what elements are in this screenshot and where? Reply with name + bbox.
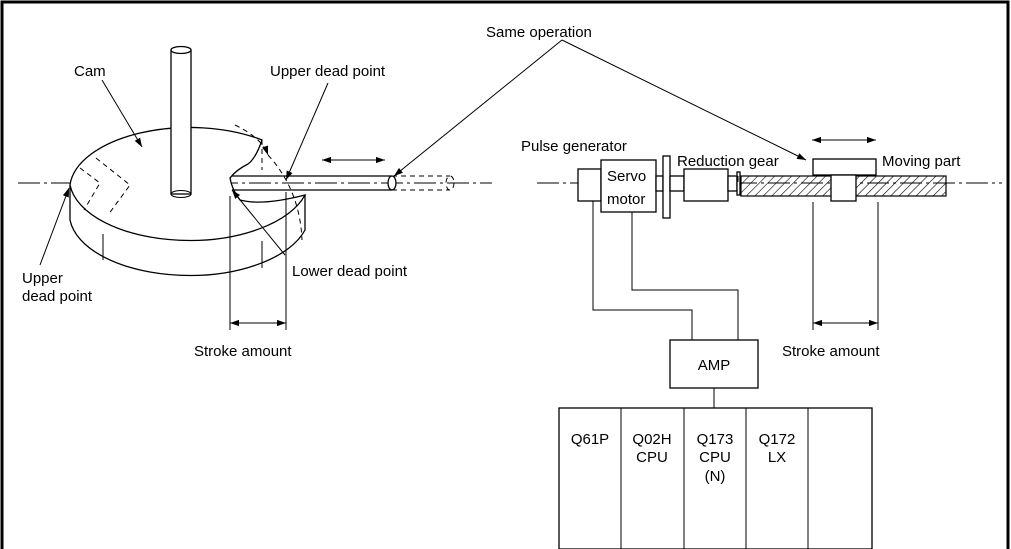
module-slot: Q173 CPU (N) (697, 431, 734, 485)
moving-part-box (812, 158, 877, 176)
upper-dead-point-label-top: Upper dead point (270, 63, 386, 80)
reduction-gear-box (683, 168, 729, 202)
module-slot: Q02H CPU (632, 431, 671, 466)
pulse-generator-label: Pulse generator (521, 138, 627, 155)
upper-dead-point-label-left-1: Upper (22, 270, 63, 287)
module-line: Q172 (759, 431, 796, 448)
module-line: Q61P (571, 431, 609, 448)
plc-rack (558, 407, 873, 549)
stroke-amount-label-left: Stroke amount (194, 343, 292, 360)
servo-label-2: motor (607, 191, 645, 208)
reduction-gear-label: Reduction gear (677, 153, 779, 170)
cam-mechanism (69, 45, 455, 330)
module-line: CPU (636, 449, 668, 466)
cam-shaft (170, 49, 192, 195)
stroke-amount-label-right: Stroke amount (782, 343, 880, 360)
module-line: CPU (699, 449, 731, 466)
moving-part-label: Moving part (882, 153, 961, 170)
module-line: (N) (705, 468, 726, 485)
module-slot: Q172 LX (759, 431, 796, 466)
servo-label-1: Servo (607, 168, 646, 185)
lower-dead-point-label: Lower dead point (292, 263, 408, 280)
module-line: LX (768, 449, 786, 466)
pulse-generator-box (577, 168, 602, 202)
module-line: Q173 (697, 431, 734, 448)
same-operation-label: Same operation (486, 24, 592, 41)
cam-label: Cam (74, 63, 106, 80)
amp-label: AMP (698, 357, 731, 374)
amp-box (669, 339, 759, 389)
module-line: Q02H (632, 431, 671, 448)
upper-dead-point-label-left-2: dead point (22, 288, 93, 305)
module-slot: Q61P (571, 431, 609, 448)
servo-mechanism (558, 136, 947, 549)
